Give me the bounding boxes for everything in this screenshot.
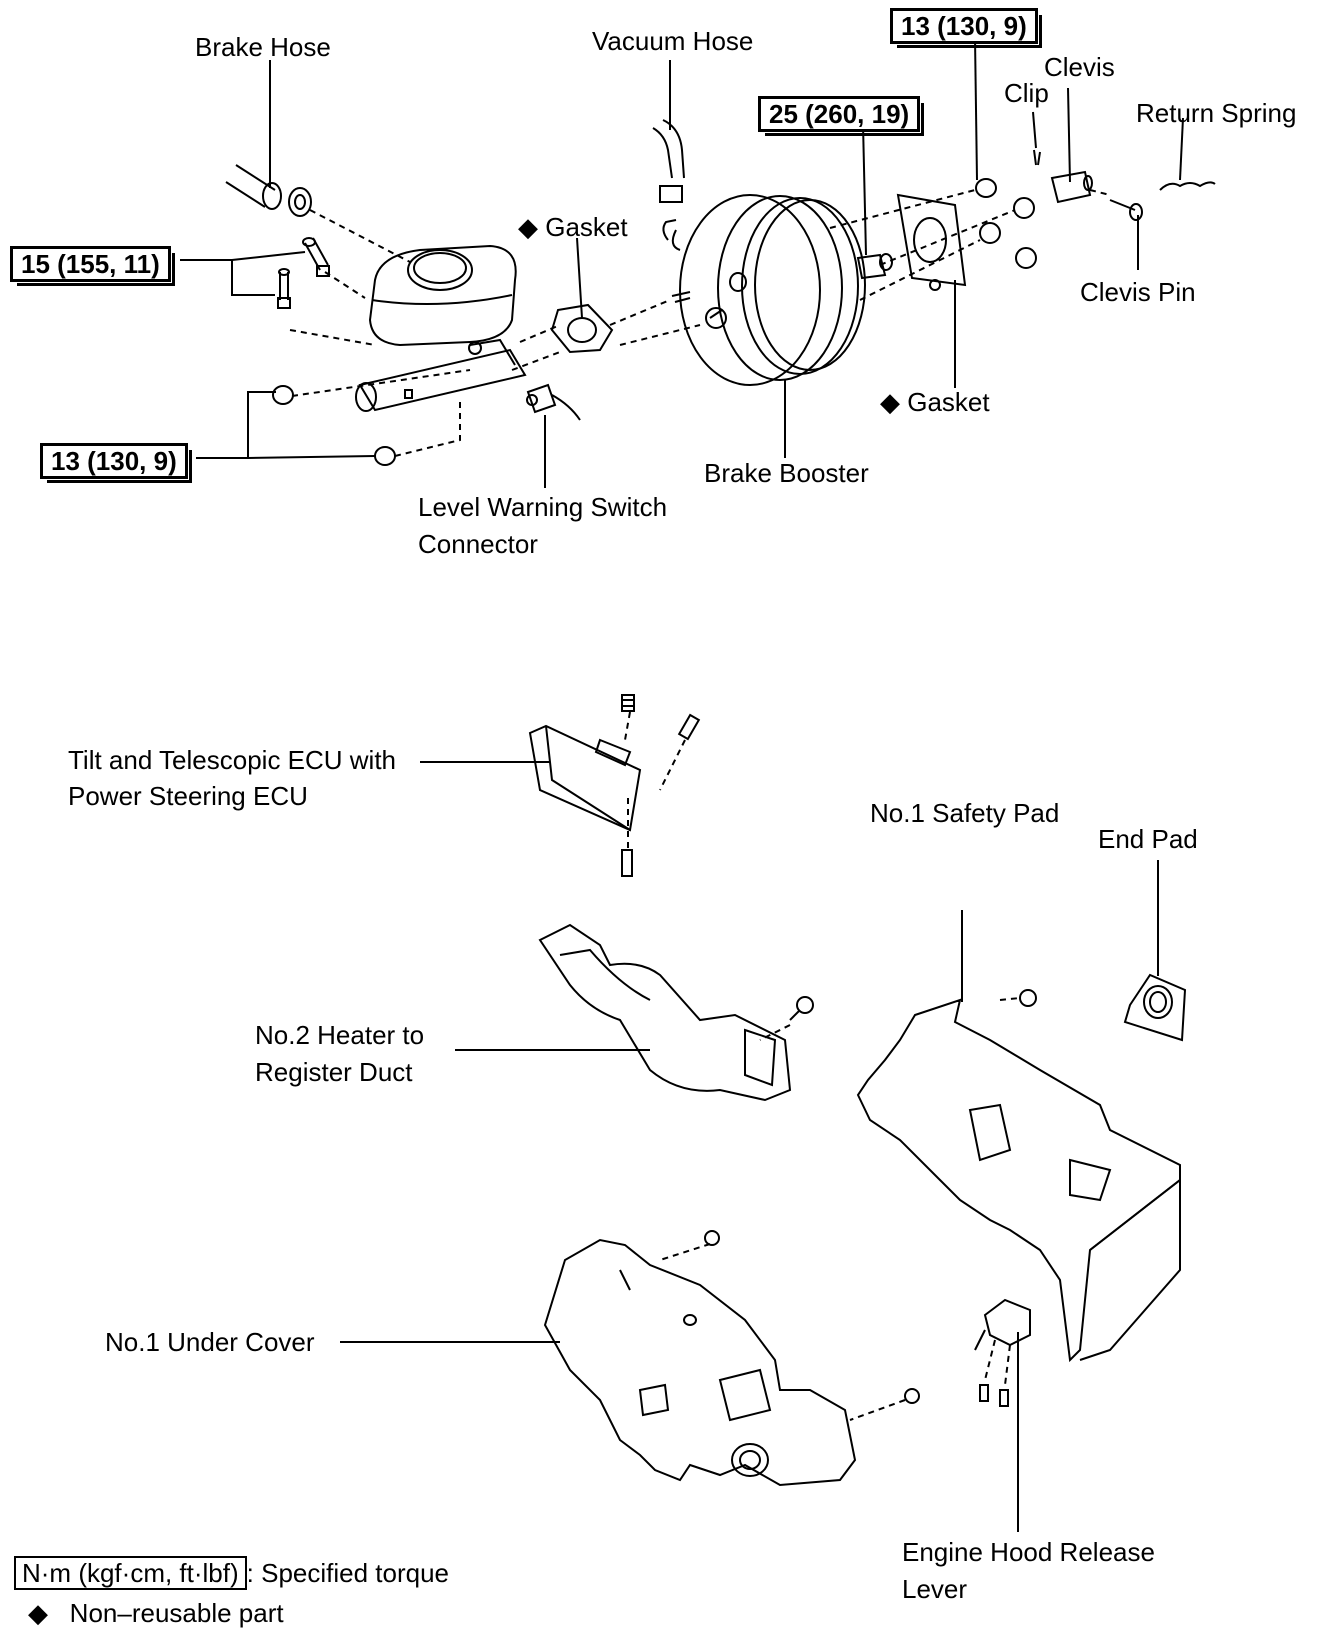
gasket-booster-part — [896, 193, 967, 291]
label-ecu-line1: Tilt and Telescopic ECU with — [68, 745, 397, 775]
under-cover-part — [340, 1230, 920, 1487]
label-gasket-master: ◆ Gasket — [518, 210, 628, 244]
label-level-warning-switch: Level Warning Switch — [418, 492, 668, 522]
safety-pad-part — [856, 910, 1181, 1363]
label-vacuum-hose: Vacuum Hose — [592, 26, 754, 56]
label-under-cover: No.1 Under Cover — [105, 1327, 315, 1357]
brake-booster-part — [671, 194, 893, 386]
label-clip: Clip — [1004, 78, 1049, 108]
legend-nonreusable-desc: Non–reusable part — [69, 1598, 284, 1628]
label-level-warning-connector: Connector — [418, 529, 538, 559]
assembly-lines-top — [289, 189, 1111, 457]
torque-left-upper: 15 (155, 11) — [10, 246, 175, 286]
label-hood-release-line2: Lever — [902, 1574, 968, 1604]
legend-torque-units: N·m (kgf·cm, ft·lbf) — [14, 1556, 247, 1590]
label-heater-duct-line2: Register Duct — [255, 1057, 413, 1087]
label-brake-booster: Brake Booster — [704, 458, 869, 488]
nonreusable-mark: ◆ — [880, 387, 900, 417]
leader-lines-top — [180, 37, 1184, 488]
legend-torque-desc: : Specified torque — [246, 1558, 450, 1588]
label-brake-hose: Brake Hose — [195, 32, 331, 62]
brake-hose-part — [225, 164, 312, 217]
label-clevis-pin: Clevis Pin — [1080, 277, 1196, 307]
legend-nonreusable: ◆ Non–reusable part — [28, 1596, 284, 1630]
label-heater-duct-line1: No.2 Heater to — [255, 1020, 425, 1050]
label-safety-pad: No.1 Safety Pad — [870, 798, 1060, 828]
legend-diamond-icon: ◆ — [28, 1598, 48, 1628]
hood-release-lever-part — [974, 1298, 1031, 1532]
label-end-pad: End Pad — [1098, 824, 1198, 854]
nonreusable-mark: ◆ — [518, 212, 538, 242]
vacuum-hose-part — [652, 119, 685, 251]
torque-booster: 25 (260, 19) — [758, 96, 925, 136]
label-gasket-booster: ◆ Gasket — [880, 385, 990, 419]
label-ecu-line2: Power Steering ECU — [68, 781, 308, 811]
gasket-booster-text: Gasket — [907, 387, 990, 417]
gasket-master-text: Gasket — [545, 212, 628, 242]
ecu-part — [420, 694, 701, 877]
end-pad-part — [1123, 860, 1187, 1042]
level-warning-connector — [526, 383, 581, 421]
booster-nuts — [975, 178, 1037, 269]
heater-duct-part — [455, 923, 814, 1102]
label-hood-release-line1: Engine Hood Release — [902, 1537, 1155, 1567]
legend-torque: N·m (kgf·cm, ft·lbf): Specified torque — [14, 1556, 449, 1590]
master-cylinder-part — [355, 244, 527, 412]
label-clevis: Clevis — [1044, 52, 1115, 82]
torque-top-right: 13 (130, 9) — [890, 8, 1042, 48]
torque-left-lower: 13 (130, 9) — [40, 443, 192, 483]
clevis-clip-spring-parts — [1033, 149, 1216, 221]
label-return-spring: Return Spring — [1136, 98, 1297, 128]
